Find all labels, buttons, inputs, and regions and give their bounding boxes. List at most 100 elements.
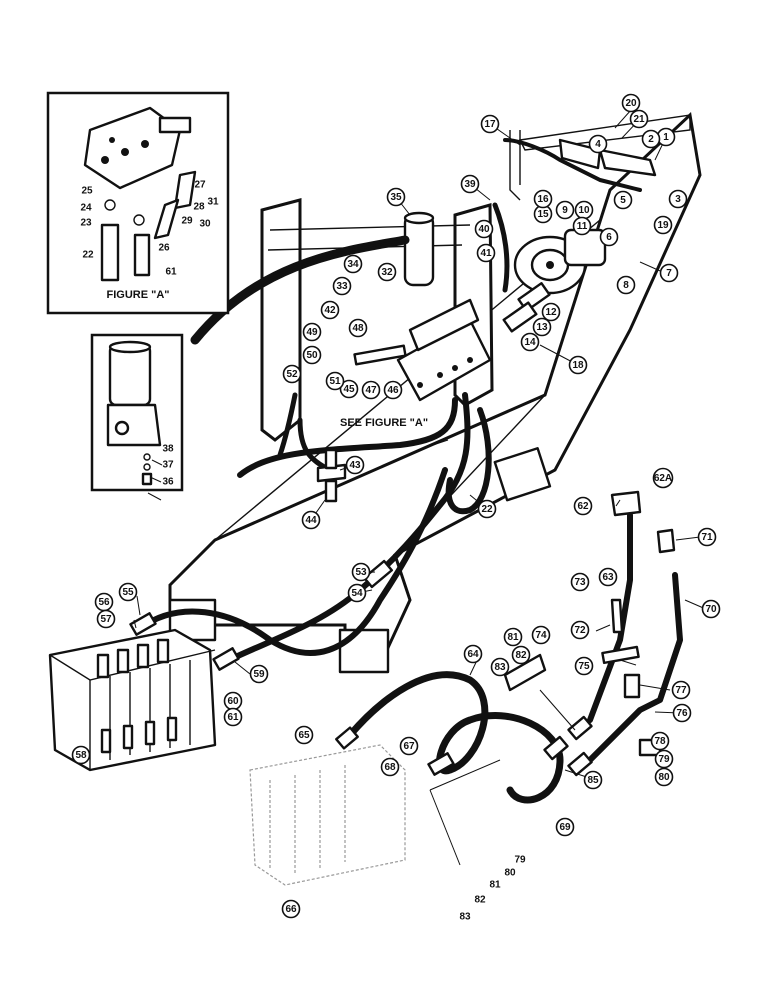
callout-number: 10	[578, 205, 590, 216]
callout-57: 57	[96, 609, 116, 629]
callout-6: 6	[599, 227, 619, 247]
callout-number: 18	[572, 360, 584, 371]
part-number: 81	[489, 880, 501, 891]
callout-48: 48	[348, 318, 368, 338]
callout-number: 58	[75, 750, 87, 761]
callout-number: 13	[536, 322, 548, 333]
callout-number: 72	[574, 625, 586, 636]
callout-number: 49	[306, 327, 318, 338]
callout-number: 6	[606, 232, 612, 243]
callout-number: 66	[285, 904, 297, 915]
callout-62a: 62A	[652, 467, 674, 489]
callout-35: 35	[386, 187, 406, 207]
callout-40: 40	[474, 219, 494, 239]
callout-20: 20	[621, 93, 641, 113]
callout-number: 20	[625, 98, 637, 109]
callout-49: 49	[302, 322, 322, 342]
callout-8: 8	[616, 275, 636, 295]
callout-63: 63	[598, 567, 618, 587]
label-31: 31	[207, 197, 219, 208]
callout-number: 45	[343, 384, 355, 395]
callout-number: 76	[676, 708, 688, 719]
callout-number: 8	[623, 280, 629, 291]
callout-43: 43	[345, 455, 365, 475]
callout-number: 16	[537, 194, 549, 205]
callout-56: 56	[94, 592, 114, 612]
label-38: 38	[162, 444, 174, 455]
callout-number: 15	[537, 209, 549, 220]
callout-78: 78	[650, 731, 670, 751]
callout-number: 54	[351, 588, 363, 599]
callout-number: 39	[464, 179, 476, 190]
callout-34: 34	[343, 254, 363, 274]
callout-number: 19	[657, 220, 669, 231]
callout-number: 43	[349, 460, 361, 471]
figure-a-inset: FIGURE "A"	[46, 91, 230, 315]
callout-70: 70	[701, 599, 721, 619]
part-number: 25	[81, 186, 93, 197]
part-number: 36	[162, 477, 174, 488]
callout-number: 62	[577, 501, 589, 512]
control-valve-block	[353, 211, 492, 402]
callout-58: 58	[71, 745, 91, 765]
control-valve-bank	[48, 628, 217, 772]
callout-85: 85	[583, 770, 603, 790]
callout-32: 32	[377, 262, 397, 282]
callout-5: 5	[613, 190, 633, 210]
part-number: 37	[162, 460, 174, 471]
callout-number: 35	[390, 192, 402, 203]
callout-3: 3	[668, 189, 688, 209]
callout-number: 32	[381, 267, 393, 278]
callout-number: 81	[507, 632, 519, 643]
hose-fittings	[129, 490, 676, 777]
callout-52: 52	[282, 364, 302, 384]
callout-number: 7	[666, 268, 672, 279]
see-figure-a-label: SEE FIGURE "A"	[340, 417, 428, 429]
callout-number: 61	[227, 712, 239, 723]
callout-4: 4	[588, 134, 608, 154]
part-number: 30	[199, 219, 211, 230]
callout-67: 67	[399, 736, 419, 756]
callout-number: 63	[602, 572, 614, 583]
callout-number: 9	[562, 205, 568, 216]
callout-33: 33	[332, 276, 352, 296]
callout-46: 46	[383, 380, 403, 400]
label-36: 36	[162, 477, 174, 488]
callout-82: 82	[511, 645, 531, 665]
part-number: 83	[459, 912, 471, 923]
callout-number: 41	[480, 248, 492, 259]
callout-11: 11	[572, 216, 592, 236]
callout-59: 59	[249, 664, 269, 684]
callout-number: 73	[574, 577, 586, 588]
callout-number: 52	[286, 369, 298, 380]
part-number: 27	[194, 180, 206, 191]
callout-22: 22	[477, 499, 497, 519]
callout-77: 77	[671, 680, 691, 700]
callout-45: 45	[339, 379, 359, 399]
callout-number: 50	[306, 350, 318, 361]
callout-number: 40	[478, 224, 490, 235]
callout-73: 73	[570, 572, 590, 592]
part-number: 38	[162, 444, 174, 455]
callout-number: 34	[347, 259, 359, 270]
callout-number: 70	[705, 604, 717, 615]
callout-number: 62A	[654, 473, 672, 484]
callout-14: 14	[520, 332, 540, 352]
callout-number: 1	[663, 132, 669, 143]
figure-a-caption: FIGURE "A"	[107, 289, 170, 301]
callout-number: 59	[253, 669, 265, 680]
callout-number: 57	[100, 614, 112, 625]
part-number: 28	[193, 202, 205, 213]
callout-number: 17	[484, 119, 496, 130]
callout-17: 17	[480, 114, 500, 134]
callout-number: 60	[227, 696, 239, 707]
callout-12: 12	[541, 302, 561, 322]
callout-number: 75	[578, 661, 590, 672]
callout-65: 65	[294, 725, 314, 745]
label-24: 24	[80, 203, 92, 214]
callout-47: 47	[361, 380, 381, 400]
callout-71: 71	[697, 527, 717, 547]
callout-81: 81	[503, 627, 523, 647]
callout-number: 51	[329, 376, 341, 387]
callout-number: 5	[620, 195, 626, 206]
